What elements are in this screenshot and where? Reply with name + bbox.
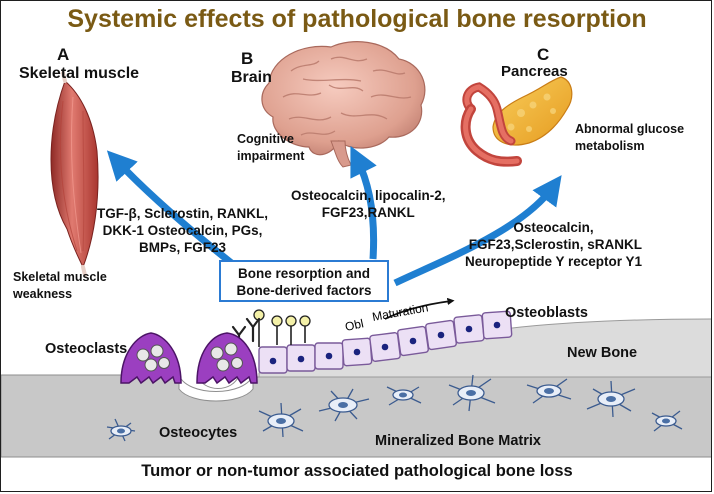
brain-illustration [261, 41, 426, 168]
osteocytes-label: Osteocytes [159, 425, 238, 441]
arrow-to-brain [350, 145, 378, 260]
arrow-to-pancreas [393, 175, 562, 287]
muscle-effect-line1: Skeletal muscle [13, 270, 107, 284]
panel-c-organ: Pancreas [501, 63, 568, 80]
obl-label: Obl [344, 316, 365, 334]
skeletal-muscle-illustration [50, 71, 99, 277]
pancreas-factor-line: Osteocalcin, [513, 220, 594, 235]
footer-caption: Tumor or non-tumor associated pathologic… [141, 462, 573, 480]
ligand-stalks [231, 309, 311, 355]
muscle-factor-line: DKK-1 Osteocalcin, PGs, [102, 223, 263, 238]
pancreas-factor-line: Neuropeptide Y receptor Y1 [465, 254, 643, 269]
brain-factor-line: Osteocalcin, lipocalin-2, [291, 188, 446, 203]
center-box-line1: Bone resorption and [237, 266, 370, 281]
muscle-factor-line: BMPs, FGF23 [138, 240, 227, 255]
pancreas-effect-line1: Abnormal glucose [575, 122, 685, 136]
center-box-line2: Bone-derived factors [236, 283, 372, 298]
brain-factor-line: FGF23,RANKL [321, 205, 415, 220]
matrix-label: Mineralized Bone Matrix [375, 433, 541, 449]
muscle-factors: TGF-β, Sclerostin, RANKL, DKK-1 Osteocal… [97, 205, 268, 256]
pancreas-factor-line: FGF23,Sclerostin, sRANKL [468, 237, 643, 252]
brain-effect-line1: Cognitive [237, 132, 294, 146]
pancreas-effect-line2: metabolism [575, 139, 645, 153]
osteoblast-nuclei [269, 321, 501, 365]
maturation-label: Maturation [371, 300, 429, 324]
brain-effect: Cognitive impairment [237, 131, 304, 165]
pancreas-illustration [460, 76, 573, 167]
figure-title: Systemic effects of pathological bone re… [67, 5, 647, 33]
maturation-arrow [384, 297, 455, 320]
brain-factors: Osteocalcin, lipocalin-2, FGF23,RANKL [291, 187, 446, 221]
osteoclasts-label: Osteoclasts [45, 341, 128, 357]
osteoclast-right [196, 332, 258, 385]
osteoclast-left [120, 332, 182, 385]
panel-c-letter: C [537, 45, 550, 64]
muscle-factor-line: TGF-β, Sclerostin, RANKL, [97, 206, 268, 221]
osteocytes [106, 374, 683, 442]
osteoblasts-label: Osteoblasts [505, 305, 588, 321]
panel-a-organ: Skeletal muscle [19, 65, 140, 82]
arrow-to-muscle [106, 150, 242, 272]
muscle-effect: Skeletal muscle weakness [13, 269, 107, 303]
bone-resorption-box: Bone resorption and Bone-derived factors [219, 260, 389, 302]
panel-b-letter: B [241, 49, 254, 68]
panel-a-letter: A [57, 45, 70, 64]
brain-effect-line2: impairment [237, 149, 305, 163]
pancreas-effect: Abnormal glucose metabolism [575, 121, 684, 155]
pancreas-factors: Osteocalcin, FGF23,Sclerostin, sRANKL Ne… [465, 219, 642, 270]
panel-b-organ: Brain [231, 69, 272, 86]
muscle-effect-line2: weakness [13, 287, 73, 301]
new-bone-label: New Bone [567, 345, 638, 361]
